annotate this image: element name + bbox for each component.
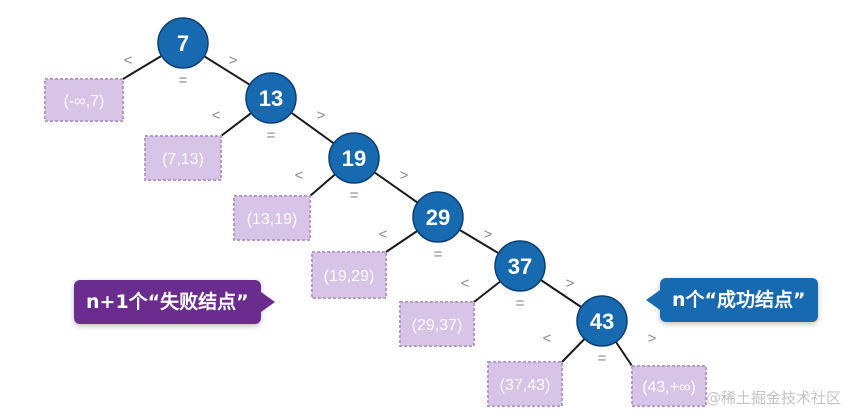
failure-interval-label: (37,43) [500,377,551,394]
failure-node-box [487,361,563,407]
greater-than-label: > [566,275,575,292]
equal-label: = [179,72,188,89]
failure-node: (-∞,7) [44,78,124,122]
tree-node-key: 13 [259,86,283,111]
tree-node-key: 19 [342,146,366,171]
success-nodes-callout: n个“成功结点” [646,278,818,322]
failure-node: (7,13) [144,135,222,181]
failure-node-box [311,251,387,299]
greater-than-label: > [317,107,326,124]
tree-node: 37 [494,240,546,292]
less-than-label: < [124,52,133,69]
tree-node-circle [494,240,546,292]
tree-node: 7 [157,17,209,69]
tree-node-circle [576,295,628,347]
success-nodes: 7 13 19 29 37 43 [157,17,628,347]
equal-label: = [434,246,443,263]
failure-interval-label: (7,13) [162,151,204,168]
tree-node-circle [328,132,380,184]
less-than-label: < [543,330,552,347]
success-callout-text: n个“成功结点” [672,289,806,311]
tree-node-circle [157,17,209,69]
failure-interval-label: (29,37) [412,317,463,334]
failure-interval-label: (43,+∞) [642,379,696,396]
failure-interval-label: (13,19) [247,211,298,228]
equal-label: = [350,187,359,204]
tree-node-key: 29 [426,205,450,230]
tree-node: 13 [245,72,297,124]
failure-nodes-callout: n+1个“失败结点” [74,280,275,324]
tree-node: 19 [328,132,380,184]
tree-node-circle [245,72,297,124]
equal-label: = [598,350,607,367]
tree-node-key: 37 [508,254,532,279]
failure-node-box [631,365,707,407]
greater-than-label: > [648,330,657,347]
failure-node-box [233,195,311,241]
less-than-label: < [461,275,470,292]
less-than-label: < [212,107,221,124]
failure-node-box [44,78,124,122]
failure-interval-label: (-∞,7) [64,93,105,110]
failure-node: (43,+∞) [631,365,707,407]
callout-pointer [646,290,660,310]
watermark: @稀土掘金技术社区 [705,389,841,407]
tree-node-circle [412,191,464,243]
failure-node: (19,29) [311,251,387,299]
failure-node: (29,37) [399,301,475,347]
greater-than-label: > [229,52,238,69]
equal-label: = [516,295,525,312]
tree-node: 43 [576,295,628,347]
less-than-label: < [379,226,388,243]
tree-node-key: 43 [590,309,614,334]
tree-node-key: 7 [177,31,189,56]
greater-than-label: > [400,167,409,184]
callout-pointer [260,292,275,312]
failure-interval-label: (19,29) [324,268,375,285]
tree-node: 29 [412,191,464,243]
comparison-labels: < = > < = > < = > < = > < = > < = > [124,52,657,367]
failure-node-box [144,135,222,181]
failure-node: (37,43) [487,361,563,407]
failure-node-box [399,301,475,347]
less-than-label: < [295,167,304,184]
failure-node: (13,19) [233,195,311,241]
failure-callout-text: n+1个“失败结点” [86,291,249,313]
failure-nodes: (-∞,7) (7,13) (13,19) (19,29) (29,37) (37,43)… [44,78,707,407]
greater-than-label: > [484,226,493,243]
equal-label: = [267,127,276,144]
